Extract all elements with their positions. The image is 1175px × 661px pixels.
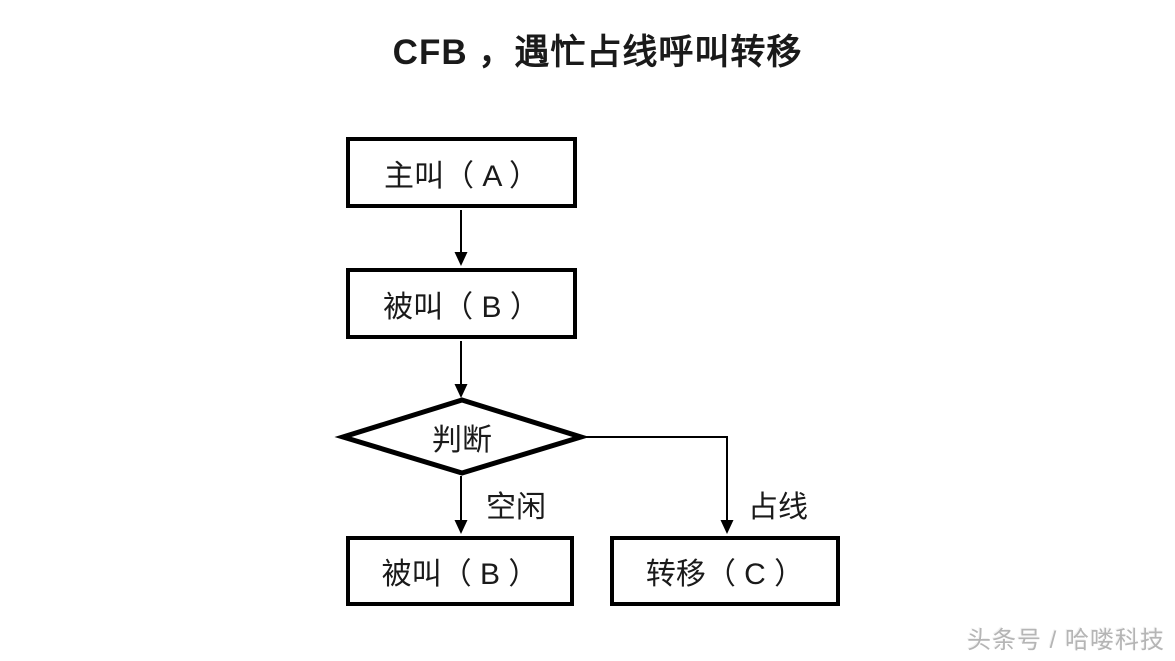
arrowhead-caller-callee: [454, 252, 468, 266]
flow-node-caller: 主叫（ A ）: [346, 137, 577, 208]
arrowhead-callee-decision: [454, 384, 468, 398]
page-title: CFB ，遇忙占线呼叫转移: [392, 33, 803, 72]
watermark: 头条号 / 哈喽科技: [966, 627, 1165, 654]
connector-busy-branch: [583, 436, 728, 522]
flow-node-callee-result: 被叫（ B ）: [346, 536, 574, 606]
arrowhead-busy-branch: [720, 520, 734, 534]
flow-node-transfer: 转移（ C ）: [610, 536, 840, 606]
edge-label-busy: 占线: [748, 491, 808, 524]
decision-diamond-shape: [334, 397, 590, 476]
flow-node-callee: 被叫（ B ）: [346, 268, 577, 339]
arrowhead-idle-branch: [454, 520, 468, 534]
edge-label-idle: 空闲: [486, 491, 546, 524]
